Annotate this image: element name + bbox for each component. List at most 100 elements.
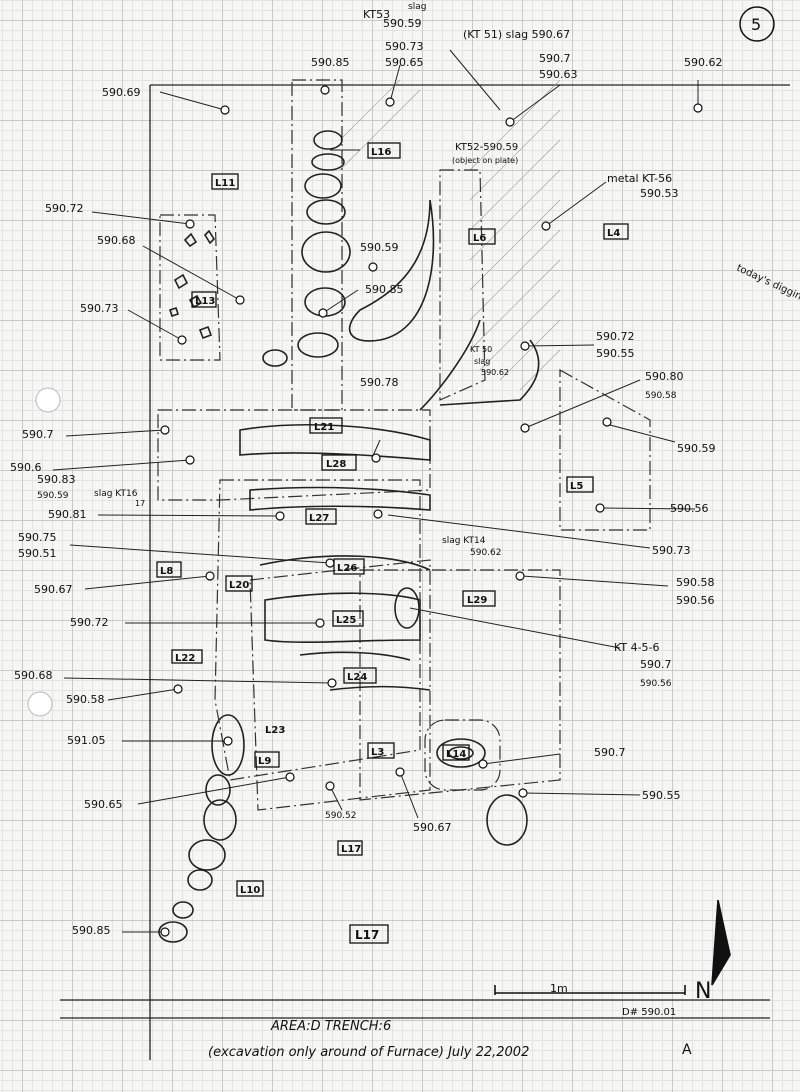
elev-8: 590.73 <box>80 302 119 315</box>
locus-l4: L4 <box>607 228 620 239</box>
elev-33: 590.65 <box>84 798 123 811</box>
title-description: (excavation only around of Furnace) July… <box>208 1045 529 1060</box>
elev-30: 590.68 <box>14 669 53 682</box>
elev-39: 590.7 <box>640 658 672 671</box>
todays-digging-note: today's digging <box>735 263 800 305</box>
find-metal: metal KT-56 <box>607 172 672 185</box>
locus-l16: L16 <box>371 147 391 158</box>
elev-16: 590.78 <box>360 376 399 389</box>
elev-34: 590.52 <box>325 811 357 821</box>
elev-21: 590.81 <box>48 508 87 521</box>
locus-l20: L20 <box>229 580 249 591</box>
find-kt16: slag KT16 <box>94 489 138 499</box>
locus-l26: L26 <box>337 563 357 574</box>
elev-15: 590.7 <box>22 428 54 441</box>
north-arrow-icon <box>711 899 731 986</box>
outline-l16-strip <box>291 79 343 411</box>
elev-36: 590.7 <box>594 746 626 759</box>
elev-24: 590.51 <box>18 547 57 560</box>
outline-l14 <box>424 719 501 791</box>
find-kt50-slag: slag <box>474 357 490 366</box>
outline-l11 <box>159 214 221 361</box>
find-kt456: KT 4-5-6 <box>614 641 660 654</box>
elev-29: 590.72 <box>70 616 109 629</box>
find-kt53-slag: slag <box>408 2 426 12</box>
locus-l11: L11 <box>215 178 235 189</box>
elev-42: 590.63 <box>539 68 578 81</box>
locus-l5: L5 <box>570 481 583 492</box>
north-label: N <box>695 979 711 1004</box>
locus-l6: L6 <box>473 233 486 244</box>
elev-26: 590.67 <box>34 583 73 596</box>
elev-35: 590.67 <box>413 821 452 834</box>
locus-l17-small: L17 <box>341 844 361 855</box>
locus-l29: L29 <box>467 595 487 606</box>
elev-12: 590.55 <box>596 347 635 360</box>
locus-l8: L8 <box>160 566 173 577</box>
elev-17: 590.59 <box>677 442 716 455</box>
binder-hole-bottom <box>27 691 53 717</box>
elev-1: 590.69 <box>102 86 141 99</box>
locus-l23: L23 <box>265 725 285 736</box>
elev-2: 590.85 <box>311 56 350 69</box>
elev-11: 590.72 <box>596 330 635 343</box>
elev-3: 590.73 <box>385 40 424 53</box>
elev-19: 590.83 <box>37 473 76 486</box>
find-kt50-elev: 590.62 <box>481 368 509 377</box>
elev-38: 590.85 <box>72 924 111 937</box>
elev-6: 590.72 <box>45 202 84 215</box>
elev-41: 590.7 <box>539 52 571 65</box>
elev-10: 590.85 <box>365 283 404 296</box>
elev-5: 590.62 <box>684 56 723 69</box>
scale-label: 1m <box>550 982 568 995</box>
outline-l20 <box>214 479 421 781</box>
elev-31: 590.58 <box>66 693 105 706</box>
locus-l9: L9 <box>258 756 271 767</box>
elev-37: 590.55 <box>642 789 681 802</box>
find-kt52-note: (object on plate) <box>452 156 518 165</box>
outline-l29 <box>359 569 561 801</box>
elev-32: 591.05 <box>67 734 106 747</box>
find-kt14: slag KT14 <box>442 536 486 546</box>
sheet-number: 5 <box>751 15 761 34</box>
find-kt51: (KT 51) slag 590.67 <box>463 28 570 41</box>
elev-23: 590.75 <box>18 531 57 544</box>
elev-25: 590.73 <box>652 544 691 557</box>
elev-14: 590.58 <box>645 391 677 401</box>
locus-l3: L3 <box>371 747 384 758</box>
elev-22: 590.56 <box>670 502 709 515</box>
find-kt53: KT53 <box>363 8 390 21</box>
locus-l25: L25 <box>336 615 356 626</box>
locus-l28: L28 <box>326 459 346 470</box>
title-area-trench: AREA:D TRENCH:6 <box>270 1019 391 1034</box>
elev-4: 590.65 <box>385 56 424 69</box>
elev-9: 590.59 <box>360 241 399 254</box>
elev-28: 590.56 <box>676 594 715 607</box>
find-kt14-elev: 590.62 <box>470 548 502 558</box>
binder-hole-top <box>35 387 61 413</box>
locus-l13: L13 <box>195 296 215 307</box>
find-kt50: KT 50 <box>470 345 492 354</box>
outline-l5 <box>559 368 651 531</box>
locus-l14: L14 <box>446 749 466 760</box>
find-kt16-sub: 17 <box>135 499 145 508</box>
outline-l21 <box>157 409 431 501</box>
elev-20: 590.59 <box>37 491 69 501</box>
elev-7: 590.68 <box>97 234 136 247</box>
revision-mark: A <box>682 1042 692 1058</box>
locus-l17: L17 <box>355 928 379 942</box>
drawing-number: D# 590.01 <box>622 1007 676 1018</box>
elev-27: 590.58 <box>676 576 715 589</box>
find-kt53-elev: 590.59 <box>383 17 422 30</box>
locus-l10: L10 <box>240 885 260 896</box>
locus-l27: L27 <box>309 513 329 524</box>
elev-18: 590.6 <box>10 461 42 474</box>
locus-l24: L24 <box>347 672 367 683</box>
find-kt52: KT52-590.59 <box>455 142 518 153</box>
elev-13: 590.80 <box>645 370 684 383</box>
find-metal-elev: 590.53 <box>640 187 679 200</box>
outline-l25 <box>249 559 431 811</box>
locus-l22: L22 <box>175 653 195 664</box>
